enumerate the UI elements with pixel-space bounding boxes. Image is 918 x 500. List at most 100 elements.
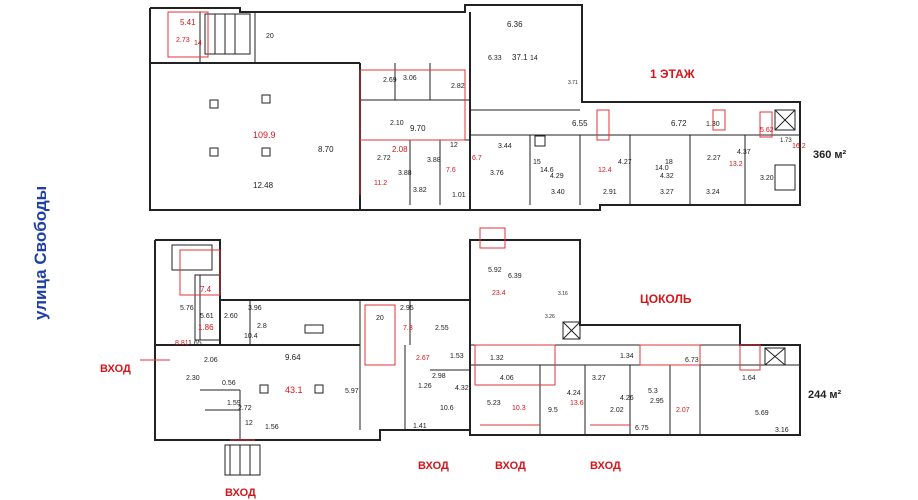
dim-label: 1.64 — [742, 375, 756, 382]
basement-title: ЦОКОЛЬ — [640, 292, 692, 306]
dim-label: 1.59 — [227, 400, 241, 407]
dim-label: 20 — [376, 315, 384, 322]
dim-label: 1.26 — [418, 383, 432, 390]
floor1-title: 1 ЭТАЖ — [650, 67, 695, 81]
dim-label: 37.1 — [512, 53, 528, 62]
dim-label: 9.5 — [548, 407, 558, 414]
dim-label: 2.27 — [707, 155, 721, 162]
dim-label: 2.06 — [204, 357, 218, 364]
dim-label: 10.4 — [244, 333, 258, 340]
entrance-labels: ВХОД ВХОД ВХОД ВХОД ВХОД — [100, 363, 621, 499]
dim-label: 5.3 — [648, 388, 658, 395]
dim-label: 3.27 — [592, 375, 606, 382]
dim-label: 2.95 — [400, 305, 414, 312]
dim-label: 2.07 — [676, 407, 690, 414]
entrance-label-bottom-3: ВХОД — [590, 460, 621, 472]
dim-label: 8.81 — [175, 340, 189, 347]
dim-label: 8.70 — [318, 145, 334, 154]
dim-label: 12 — [450, 142, 458, 149]
entrance-label-bottom-1: ВХОД — [418, 460, 449, 472]
street-label: улица Свободы — [31, 186, 50, 320]
dim-label: 12 — [245, 420, 253, 427]
entrance-label-left: ВХОД — [100, 363, 131, 375]
dim-label: 6.7 — [472, 155, 482, 162]
dim-label: 1.73 — [780, 138, 792, 144]
dim-label: 14 — [530, 55, 538, 62]
dim-label: 20 — [266, 33, 274, 40]
dim-label: 5.41 — [180, 18, 196, 27]
dim-label: 3.88 — [427, 157, 441, 164]
dim-label: 14 — [194, 40, 202, 47]
dim-label: 10.3 — [512, 405, 526, 412]
dim-label: 3.26 — [545, 314, 555, 320]
dim-label: 3.88 — [398, 170, 412, 177]
dim-label: 2.91 — [603, 189, 617, 196]
dim-label: 2.55 — [435, 325, 449, 332]
dim-label: 2.10 — [390, 120, 404, 127]
dim-label: 6.36 — [507, 20, 523, 29]
dim-label: 6.75 — [635, 425, 649, 432]
dim-label: 1.01 — [452, 192, 466, 199]
dim-label: 2.08 — [392, 145, 408, 154]
dim-label: 1.34 — [620, 353, 634, 360]
floor1-plan: 1 ЭТАЖ 360 м² — [149, 4, 847, 211]
dim-label: 6.39 — [508, 273, 522, 280]
dim-label: 3.76 — [490, 170, 504, 177]
dim-label: 0.56 — [222, 380, 236, 387]
dim-label: 4.27 — [618, 159, 632, 166]
dim-label: 6.72 — [671, 119, 687, 128]
dim-label: 3.71 — [568, 80, 578, 86]
entrance-label-bottom-2: ВХОД — [495, 460, 526, 472]
floor1-area: 360 м² — [813, 149, 847, 161]
dim-label: 5.76 — [180, 305, 194, 312]
dim-label: 3.96 — [248, 305, 262, 312]
dim-label: 16.2 — [792, 143, 806, 150]
dim-label: 2.69 — [383, 77, 397, 84]
dim-label: 6.55 — [572, 119, 588, 128]
dim-label: 5.23 — [487, 400, 501, 407]
dim-label: 18 — [665, 159, 673, 166]
dim-label: 2.82 — [451, 83, 465, 90]
floor1-dimensions: 5.41 2.73 14 20 6.36 6.33 37.1 14 3.06 2… — [176, 18, 806, 199]
dim-label: 4.29 — [550, 173, 564, 180]
dim-label: 2.95 — [650, 398, 664, 405]
dim-label: 2.67 — [416, 355, 430, 362]
dim-label: 1.32 — [490, 355, 504, 362]
dim-label: 10.6 — [440, 405, 454, 412]
dim-label: 1.53 — [450, 353, 464, 360]
dim-label: 2.72 — [377, 155, 391, 162]
dim-label: 3.16 — [558, 291, 568, 297]
dim-label: 7.6 — [446, 167, 456, 174]
dim-label: 4.24 — [567, 390, 581, 397]
dim-label: 3.82 — [413, 187, 427, 194]
dim-label: 5.61 — [200, 313, 214, 320]
entrance-label-bottom-left: ВХОД — [225, 487, 256, 499]
dim-label: 1.86 — [198, 323, 214, 332]
dim-label: 4.26 — [620, 395, 634, 402]
dim-label: 14.0 — [655, 165, 669, 172]
dim-label: 2.8 — [257, 323, 267, 330]
dim-label: 2.02 — [610, 407, 624, 414]
dim-label: 5.62 — [760, 127, 774, 134]
dim-label: 3.20 — [760, 175, 774, 182]
dim-label: 4.32 — [455, 385, 469, 392]
dim-label: 14.6 — [540, 167, 554, 174]
dim-label: 2.73 — [176, 37, 190, 44]
dim-label: 43.1 — [285, 385, 303, 395]
dim-label: 3.40 — [551, 189, 565, 196]
dim-label: 2.98 — [432, 373, 446, 380]
dim-label: 9.70 — [410, 124, 426, 133]
basement-dimensions: 7.4 5.76 5.61 1.86 8.81 1.65 2.06 2.30 0… — [175, 267, 789, 434]
dim-label: 2.72 — [238, 405, 252, 412]
dim-label: 12.48 — [253, 181, 274, 190]
dim-label: 5.92 — [488, 267, 502, 274]
dim-label: 5.97 — [345, 388, 359, 395]
dim-label: 109.9 — [253, 130, 276, 140]
dim-label: 13.6 — [570, 400, 584, 407]
dim-label: 2.30 — [186, 375, 200, 382]
dim-label: 1.56 — [265, 424, 279, 431]
dim-label: 23.4 — [492, 290, 506, 297]
dim-label: 9.64 — [285, 353, 301, 362]
dim-label: 3.27 — [660, 189, 674, 196]
